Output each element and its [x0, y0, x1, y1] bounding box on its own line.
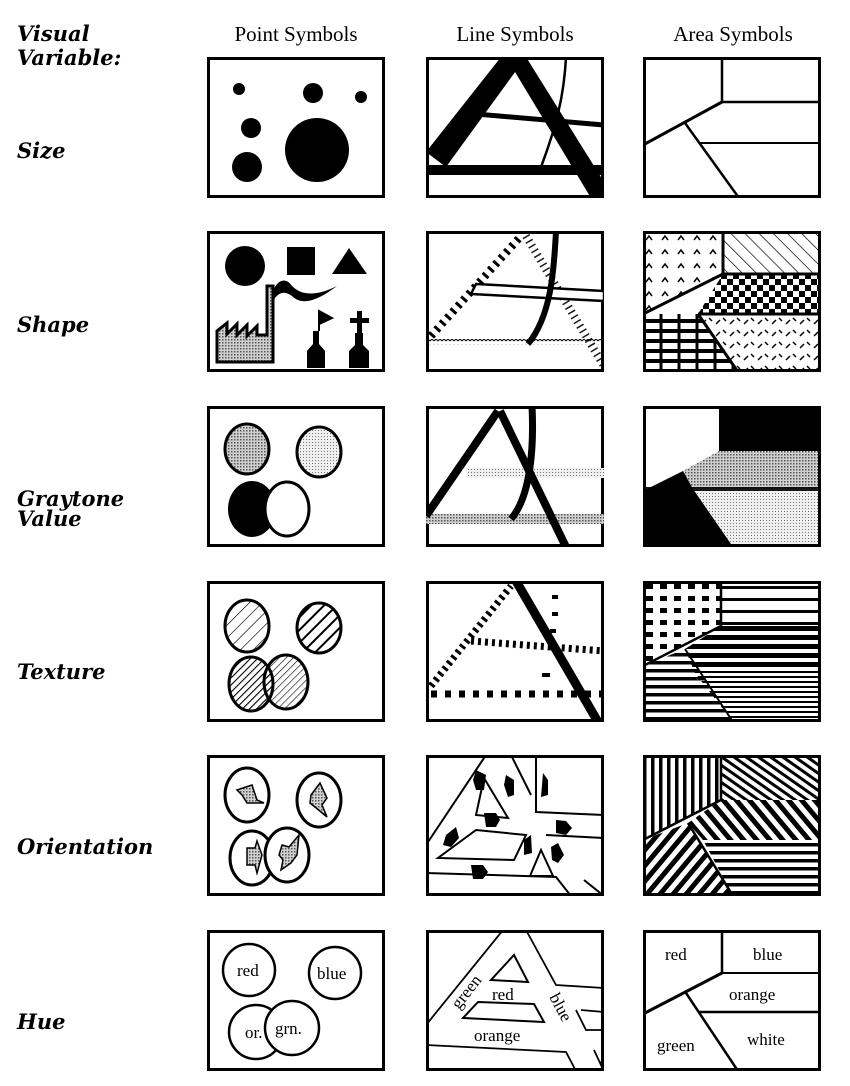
column-header-line: Line Symbols: [456, 22, 574, 46]
shape-line-graphic: [426, 231, 604, 372]
texture-area-symbols: [643, 581, 821, 722]
hue-point-symbols: red blue or. grn.: [207, 930, 385, 1071]
hue-point-label-orange: or.: [245, 1023, 262, 1042]
size-line-symbols: [426, 57, 604, 198]
heading-line-2: Variable:: [17, 45, 122, 70]
row-label-graytone-line1: Graytone: [17, 486, 125, 511]
hue-area-label-orange: orange: [729, 985, 775, 1004]
graytone-line-graphic: [426, 406, 604, 547]
size-line-graphic: [426, 57, 604, 198]
triangle-icon: [332, 248, 367, 274]
row-label-size: Size: [17, 138, 66, 163]
row-label-texture: Texture: [17, 659, 106, 684]
hue-area-label-green: green: [657, 1036, 695, 1055]
hue-point-label-red: red: [237, 961, 259, 980]
column-header-point: Point Symbols: [234, 22, 358, 46]
hue-line-label-orange: orange: [474, 1026, 520, 1045]
shape-area-symbols: [643, 231, 821, 372]
orientation-line-graphic: [426, 755, 604, 896]
hue-area-label-red: red: [665, 945, 687, 964]
graytone-point-symbols: [207, 406, 385, 547]
shape-line-symbols: [426, 231, 604, 372]
hue-area-graphic: red blue orange green white: [643, 930, 821, 1071]
hue-line-graphic: green red blue orange: [426, 930, 604, 1071]
orientation-point-graphic: [207, 755, 385, 896]
hue-point-graphic: red blue or. grn.: [207, 930, 385, 1071]
row-label-hue: Hue: [17, 1009, 66, 1034]
visual-variable-heading: Visual Variable:: [17, 22, 121, 70]
church-flag-icon: [307, 331, 325, 368]
size-area-symbols: [643, 57, 821, 198]
shape-point-graphic: [207, 231, 385, 372]
cemetery-cross-icon: [349, 333, 369, 368]
size-area-graphic: [643, 57, 821, 198]
hue-area-symbols: red blue orange green white: [643, 930, 821, 1071]
graytone-line-symbols: [426, 406, 604, 547]
orientation-area-graphic: [643, 755, 821, 896]
hue-line-label-red: red: [492, 985, 514, 1004]
orientation-point-symbols: [207, 755, 385, 896]
row-label-orientation: Orientation: [17, 834, 154, 859]
hue-point-label-green: grn.: [275, 1019, 302, 1038]
row-label-shape: Shape: [17, 312, 90, 337]
circle-icon: [225, 246, 265, 286]
texture-area-graphic: [643, 581, 821, 722]
hue-point-label-blue: blue: [317, 964, 346, 983]
size-point-symbols: [207, 57, 385, 198]
factory-icon: [215, 284, 275, 364]
texture-line-symbols: [426, 581, 604, 722]
graytone-point-graphic: [207, 406, 385, 547]
texture-line-graphic: [426, 581, 604, 722]
row-label-graytone-value: Graytone Value: [17, 487, 124, 531]
hue-area-label-blue: blue: [753, 945, 782, 964]
size-point-graphic: [207, 57, 385, 198]
square-icon: [287, 247, 315, 275]
shape-area-graphic: [643, 231, 821, 372]
texture-point-graphic: [207, 581, 385, 722]
shape-point-symbols: [207, 231, 385, 372]
orientation-line-symbols: [426, 755, 604, 896]
heading-line-1: Visual: [17, 21, 90, 46]
orientation-area-symbols: [643, 755, 821, 896]
hue-area-label-white: white: [747, 1030, 785, 1049]
texture-point-symbols: [207, 581, 385, 722]
hue-line-symbols: green red blue orange: [426, 930, 604, 1071]
column-header-area: Area Symbols: [673, 22, 793, 46]
row-label-graytone-line2: Value: [17, 506, 82, 531]
graytone-area-symbols: [643, 406, 821, 547]
graytone-area-graphic: [643, 406, 821, 547]
